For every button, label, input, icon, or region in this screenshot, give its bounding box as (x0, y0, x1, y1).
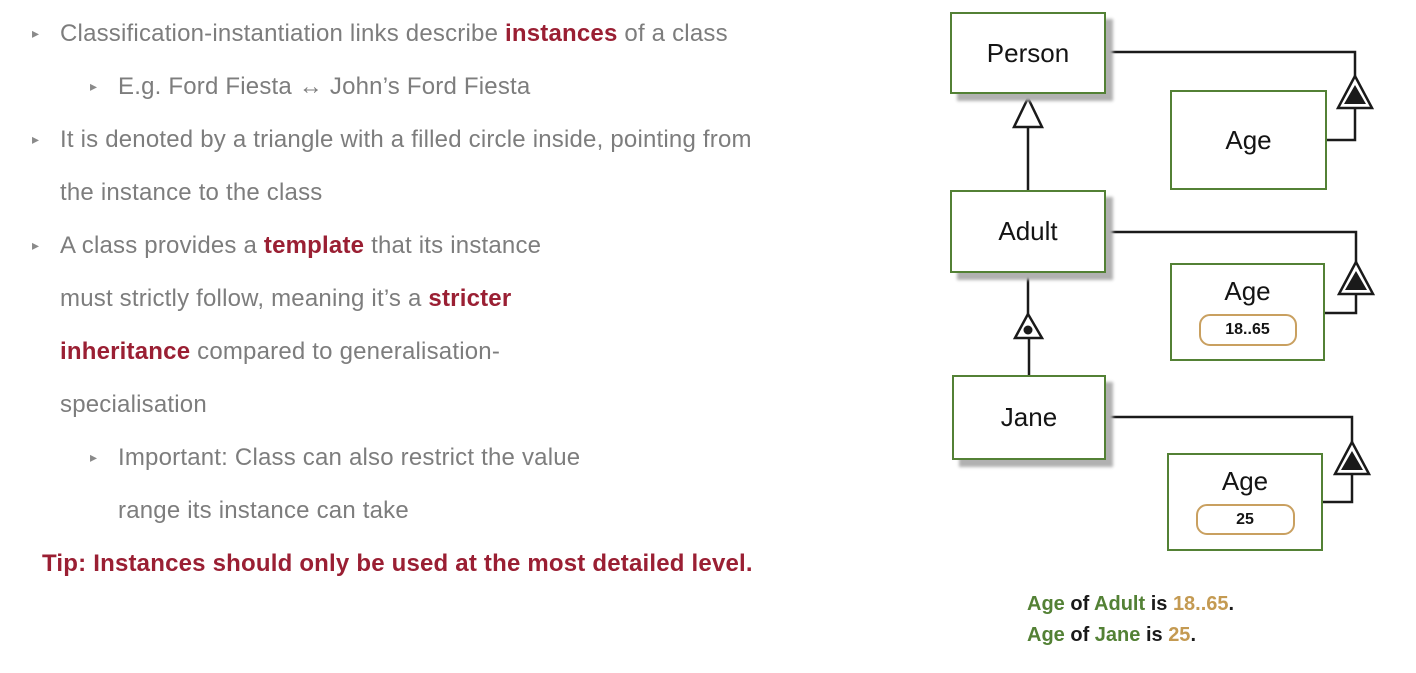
age-class-label: Age (1225, 125, 1272, 155)
bullet-3-line-4: specialisation (30, 378, 930, 431)
bullet-3-text-1-end: that its instance (364, 232, 542, 259)
bullet-icon: ▸ (90, 78, 98, 94)
bullet-2-line-1: ▸ It is denoted by a triangle with a fill… (30, 113, 930, 166)
adult-class-box: Adult (950, 190, 1106, 273)
person-class-label: Person (986, 37, 1070, 68)
bullet-3-line-1: ▸ A class provides a template that its in… (30, 219, 930, 272)
bullet-1-text: Classification-instantiation links descr… (60, 20, 505, 47)
bullet-1-emphasis: instances (505, 20, 618, 47)
age-jane-value-pill: 25 (1195, 504, 1295, 535)
generalisation-arrowhead-icon (1012, 95, 1044, 129)
bullet-4-line-1: ▸ Important: Class can also restrict the … (30, 431, 930, 484)
bullet-icon: ▸ (32, 25, 40, 41)
caption-value-25: 25 (1168, 624, 1191, 646)
bullet-2-line-2: the instance to the class (30, 166, 930, 219)
instantiation-arrowhead-icon (1336, 259, 1376, 296)
caption-is: is (1145, 593, 1173, 615)
adult-class-label: Adult (998, 216, 1058, 246)
bullet-icon: ▸ (32, 131, 40, 147)
age-adult-value-pill: 18..65 (1198, 314, 1297, 346)
bullet-icon: ▸ (32, 237, 40, 253)
bullet-4-text-2: range its instance can take (118, 497, 409, 524)
age-class-box: Age (1170, 90, 1327, 190)
age-adult-box: Age 18..65 (1170, 263, 1325, 361)
caption-owner-adult: Adult (1094, 593, 1146, 615)
age-jane-label: Age (1221, 466, 1269, 496)
slide-text-column: ▸ Classification-instantiation links desc… (30, 7, 930, 590)
person-age-link-line (1327, 108, 1357, 142)
person-class-box: Person (950, 12, 1106, 94)
person-age-link-line (1106, 50, 1357, 76)
caption-of: of (1064, 624, 1095, 646)
adult-age-link-line (1106, 230, 1358, 262)
bullet-3-emphasis-template: template (263, 232, 365, 259)
age-adult-value: 18..65 (1225, 321, 1270, 338)
bullet-3-text-4: specialisation (60, 391, 207, 418)
caption-owner-jane: Jane (1094, 624, 1141, 646)
age-jane-box: Age 25 (1167, 453, 1323, 551)
bullet-3-line-2: must strictly follow, meaning it’s a str… (30, 272, 930, 325)
bullet-1-sub-text: E.g. Ford Fiesta ↔ John’s Ford Fiesta (118, 73, 531, 100)
instantiation-arrowhead-icon (1332, 439, 1372, 476)
bullet-1: ▸ Classification-instantiation links desc… (30, 7, 930, 60)
caption-period: . (1228, 593, 1235, 615)
caption-value-1865: 18..65 (1172, 593, 1229, 615)
bullet-2-text-1: It is denoted by a triangle with a fille… (60, 126, 752, 153)
bullet-3-line-3: inheritance compared to generalisation- (30, 325, 930, 378)
caption-period: . (1190, 624, 1196, 646)
bullet-3-text-2: must strictly follow, meaning it’s a (60, 285, 429, 312)
jane-age-link-line (1323, 474, 1354, 504)
caption-line-1: Age of Adult is 18..65. (1027, 589, 1234, 620)
tip-text: Tip: Instances should only be used at th… (42, 550, 753, 577)
instantiation-dot-arrowhead-icon (1012, 311, 1045, 340)
age-adult-label: Age (1224, 276, 1271, 306)
caption-of: of (1064, 593, 1095, 615)
bullet-3-emphasis-stricter: stricter (428, 285, 512, 312)
instantiation-arrowhead-icon (1335, 73, 1375, 110)
caption-is: is (1140, 624, 1169, 646)
bullet-3-text-1: A class provides a (60, 232, 264, 259)
bullet-2-text-2: the instance to the class (60, 179, 323, 206)
tip-line: Tip: Instances should only be used at th… (30, 537, 930, 590)
bullet-icon: ▸ (90, 449, 98, 465)
jane-age-link-line (1106, 415, 1354, 442)
bullet-3-text-3: compared to generalisation- (190, 338, 501, 365)
caption-line-2: Age of Jane is 25. (1027, 620, 1234, 651)
caption-age: Age (1027, 593, 1065, 615)
bullet-3-emphasis-inheritance: inheritance (60, 338, 191, 365)
age-jane-value: 25 (1236, 510, 1254, 528)
jane-instance-box: Jane (952, 375, 1106, 460)
bullet-1-sub: ▸ E.g. Ford Fiesta ↔ John’s Ford Fiesta (30, 60, 930, 113)
bullet-4-line-2: range its instance can take (30, 484, 930, 537)
jane-instance-label: Jane (1000, 402, 1058, 432)
caption-age: Age (1027, 624, 1065, 646)
adult-age-link-line (1325, 294, 1358, 315)
diagram-caption: Age of Adult is 18..65. Age of Jane is 2… (1027, 589, 1234, 651)
bullet-4-text-1: Important: Class can also restrict the v… (118, 444, 581, 471)
bullet-1-text-end: of a class (617, 20, 728, 47)
